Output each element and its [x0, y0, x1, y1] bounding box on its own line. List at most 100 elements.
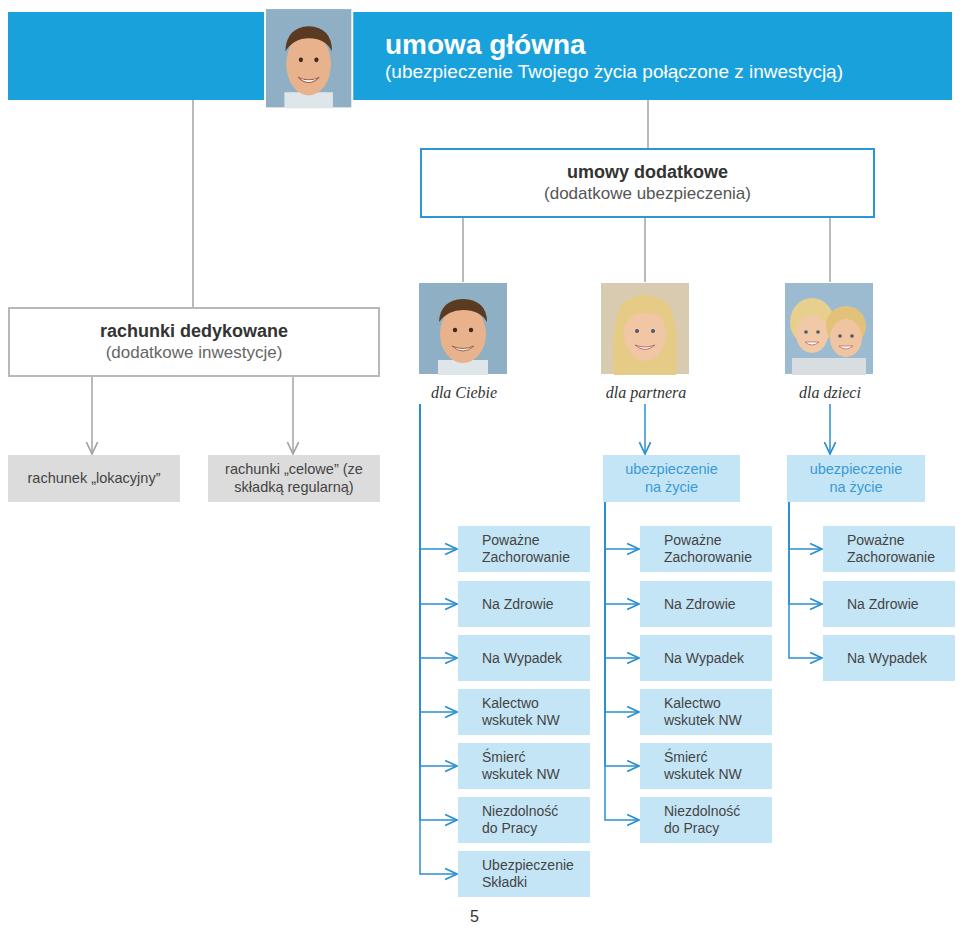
connector-line [420, 404, 457, 820]
node-subtext: (dodatkowe ubezpieczenia) [432, 184, 863, 204]
node-subtext: (dodatkowe inwestycje) [20, 343, 368, 363]
node-heading: Na Zdrowie [664, 596, 758, 613]
woman-photo-part [651, 329, 655, 333]
man-photo-part [265, 8, 352, 108]
woman-photo-part [635, 329, 639, 333]
man-photo-part [285, 26, 332, 51]
rider-box: Niezdolność do Pracy [458, 797, 590, 843]
connector-line [605, 502, 639, 766]
children-photo-part [804, 330, 808, 334]
connector-line [605, 502, 639, 604]
node-heading: rachunek „lokacyjny” [16, 470, 172, 487]
node-heading: dla dzieci [784, 383, 876, 402]
node-heading: Śmierć wskutek NW [482, 749, 576, 783]
rider-box: Kalectwo wskutek NW [640, 689, 772, 735]
node-heading: dla partnera [600, 383, 692, 402]
node-heading: ubezpieczenie na życie [803, 461, 909, 496]
connector-line [789, 502, 822, 549]
rider-box: Na Wypadek [640, 635, 772, 681]
node-heading: Na Wypadek [482, 650, 576, 667]
insurance-box: ubezpieczenie na życie [603, 455, 740, 502]
photo-frame: dla partnera [600, 282, 692, 404]
node-heading: umowy dodatkowe [432, 162, 863, 184]
node-heading: Na Wypadek [664, 650, 758, 667]
connector-line [605, 502, 639, 658]
photo-frame: dla Ciebie [418, 282, 510, 404]
children-photo-part [805, 342, 819, 345]
node-heading: Poważne Zachorowanie [847, 532, 941, 566]
connector-line [420, 404, 457, 658]
connector-line [420, 404, 457, 712]
rider-box: Śmierć wskutek NW [640, 743, 772, 789]
man-photo [418, 282, 508, 375]
rider-box: Śmierć wskutek NW [458, 743, 590, 789]
connector-line [605, 502, 639, 820]
node-heading: Na Wypadek [847, 650, 941, 667]
connector-line [605, 502, 639, 549]
node-heading: Niezdolność do Pracy [664, 803, 758, 837]
group-box: umowy dodatkowe(dodatkowe ubezpieczenia) [420, 148, 875, 218]
account-box: rachunki „celowe” (ze składką regularną) [208, 455, 380, 502]
connector-line [192, 100, 194, 307]
group-box: rachunki dedykowane(dodatkowe inwestycje… [8, 307, 380, 377]
children-photo-part [796, 315, 828, 353]
connector-line [789, 502, 822, 604]
rider-box: Poważne Zachorowanie [458, 526, 590, 572]
woman-photo-part [600, 282, 690, 375]
children-photo [784, 282, 874, 375]
rider-box: Kalectwo wskutek NW [458, 689, 590, 735]
node-heading: Niezdolność do Pracy [482, 803, 576, 837]
header-band: umowa główna(ubezpieczenie Twojego życia… [8, 12, 952, 100]
photo-frame: dla dzieci [784, 282, 876, 404]
children-photo-part [838, 334, 842, 338]
connector-line [789, 502, 822, 658]
node-heading: Ubezpieczenie Składki [482, 857, 576, 891]
rider-box: Ubezpieczenie Składki [458, 851, 590, 897]
rider-box: Na Wypadek [823, 635, 955, 681]
account-box: rachunek „lokacyjny” [8, 455, 180, 502]
connector-line [420, 404, 457, 766]
connector-line [605, 502, 639, 712]
page-number: 5 [470, 908, 479, 926]
children-photo-part [784, 282, 874, 375]
rider-box: Poważne Zachorowanie [640, 526, 772, 572]
man-photo [265, 8, 352, 108]
insurance-box: ubezpieczenie na życie [787, 455, 925, 502]
node-heading: Poważne Zachorowanie [482, 532, 576, 566]
node-heading: Na Zdrowie [847, 596, 941, 613]
connector-line [647, 100, 649, 148]
node-heading: Kalectwo wskutek NW [482, 695, 576, 729]
rider-box: Na Wypadek [458, 635, 590, 681]
man-photo-part [298, 77, 319, 82]
man-photo-part [314, 57, 318, 62]
node-heading: ubezpieczenie na życie [619, 461, 724, 496]
man-photo-part [453, 328, 457, 332]
connector-line [420, 404, 457, 549]
connector-line [644, 218, 646, 282]
man-photo-part [439, 299, 487, 322]
rider-box: Na Zdrowie [823, 581, 955, 627]
connector-line [829, 218, 831, 282]
woman-photo-part [624, 302, 667, 324]
header-photo-layer [0, 0, 960, 120]
man-photo-part [299, 57, 303, 62]
connector-line [420, 404, 457, 604]
rider-box: Niezdolność do Pracy [640, 797, 772, 843]
man-photo-part [452, 346, 474, 351]
woman-photo-part [635, 345, 655, 350]
woman-photo [600, 282, 690, 375]
man-photo-part [469, 328, 473, 332]
woman-photo-part [613, 295, 677, 375]
children-photo-part [839, 346, 853, 349]
node-heading: rachunki dedykowane [20, 321, 368, 343]
man-photo-part [418, 282, 508, 375]
children-photo-part [792, 358, 866, 375]
node-subtext: (ubezpieczenie Twojego życia połączone z… [385, 61, 942, 84]
rider-box: Poważne Zachorowanie [823, 526, 955, 572]
node-heading: Poważne Zachorowanie [664, 532, 758, 566]
node-heading: Śmierć wskutek NW [664, 749, 758, 783]
children-photo-part [850, 334, 854, 338]
connector-line [91, 377, 93, 454]
connector-line [644, 404, 646, 454]
